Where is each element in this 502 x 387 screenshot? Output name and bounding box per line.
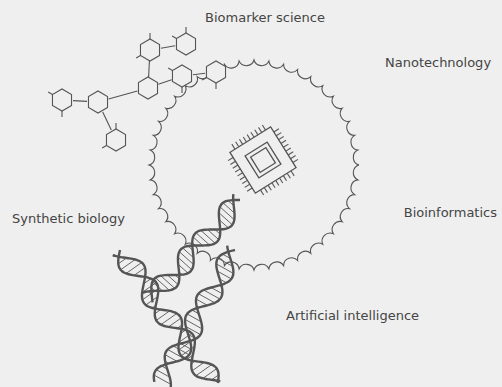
bond — [168, 68, 172, 71]
chip-pin — [280, 178, 283, 183]
bond — [48, 92, 52, 95]
chip-pin — [276, 180, 279, 185]
benzene-ring — [52, 89, 71, 111]
backbone — [165, 246, 234, 387]
base-pair — [178, 257, 192, 269]
base-pair — [196, 233, 210, 245]
bond — [73, 100, 87, 102]
bond — [215, 83, 216, 89]
benzene-ring — [138, 77, 157, 99]
chip-pin — [235, 169, 240, 172]
chip-pin — [239, 139, 242, 144]
bond — [185, 27, 186, 33]
base-pair — [220, 207, 234, 220]
base-pair — [219, 213, 233, 225]
chip-pin — [281, 140, 286, 143]
field-label: Artificial intelligence — [286, 308, 419, 324]
chip-pin — [264, 188, 267, 193]
base-pair — [156, 311, 170, 321]
chip-pin — [251, 132, 254, 137]
dna-helix — [154, 246, 235, 387]
chip-pin — [286, 148, 291, 151]
chip-pin — [228, 157, 233, 160]
bond — [193, 73, 205, 74]
base-pair — [181, 343, 192, 349]
chip-pin — [245, 184, 250, 187]
base-pair — [179, 252, 193, 265]
chip-pin — [247, 135, 250, 140]
chip-pin — [259, 127, 262, 132]
base-pair — [203, 369, 217, 379]
chip-pin — [279, 136, 284, 139]
bond — [158, 80, 171, 85]
field-label: Biomarker science — [205, 10, 325, 26]
benzene-ring — [106, 129, 125, 151]
base-pair — [193, 237, 202, 246]
chip-pin — [283, 144, 288, 147]
field-label: Nanotechnology — [385, 55, 491, 71]
chip-pin — [238, 173, 243, 176]
bond — [136, 56, 140, 59]
chip-pin — [268, 185, 271, 190]
chip-body — [251, 148, 276, 173]
bond — [115, 123, 116, 129]
base-pair — [211, 287, 222, 293]
molecule — [48, 27, 225, 151]
chip-pin — [262, 125, 265, 130]
chip-pin — [233, 165, 238, 168]
field-label: Synthetic biology — [12, 211, 125, 227]
chip-pin — [247, 188, 252, 191]
bond — [102, 146, 106, 149]
benzene-ring — [172, 65, 191, 87]
bond — [181, 87, 182, 93]
chip-pin — [243, 137, 246, 142]
backbone — [142, 200, 240, 293]
base-pair — [168, 318, 181, 327]
bond — [109, 91, 138, 99]
bond — [149, 33, 150, 39]
chip-pin — [272, 183, 275, 188]
field-label: Bioinformatics — [404, 205, 497, 221]
base-pair — [201, 230, 215, 243]
bond — [148, 61, 150, 77]
bond — [161, 46, 175, 48]
bond — [202, 78, 206, 81]
chip-pin — [260, 190, 263, 195]
base-pair — [196, 299, 207, 305]
base-pair — [134, 268, 145, 276]
chip-pin — [240, 177, 245, 180]
chip-pin — [287, 173, 290, 178]
microchip — [222, 119, 305, 202]
chip-pin — [255, 130, 258, 135]
chip-body — [245, 142, 281, 178]
chip-pin — [288, 152, 293, 155]
chip-pin — [236, 142, 239, 147]
chip-pin — [283, 176, 286, 181]
chip-body — [230, 127, 296, 193]
benzene-ring — [88, 91, 107, 113]
chip-pin — [291, 171, 294, 176]
benzene-ring — [176, 33, 195, 55]
bond — [103, 112, 112, 130]
chip-pin — [230, 161, 235, 164]
benzene-ring — [140, 39, 159, 61]
chip-pin — [232, 144, 235, 149]
chip-pin — [293, 159, 298, 162]
benzene-ring — [206, 61, 225, 83]
scalloped-membrane — [149, 60, 359, 270]
chip-pin — [291, 156, 296, 159]
chip-pin — [274, 129, 279, 132]
bond — [172, 36, 176, 39]
bond — [61, 111, 62, 117]
base-pair — [161, 276, 175, 289]
chip-pin — [242, 180, 247, 183]
chip-pin — [276, 133, 281, 136]
base-pair — [192, 362, 204, 370]
base-pair — [165, 355, 177, 362]
